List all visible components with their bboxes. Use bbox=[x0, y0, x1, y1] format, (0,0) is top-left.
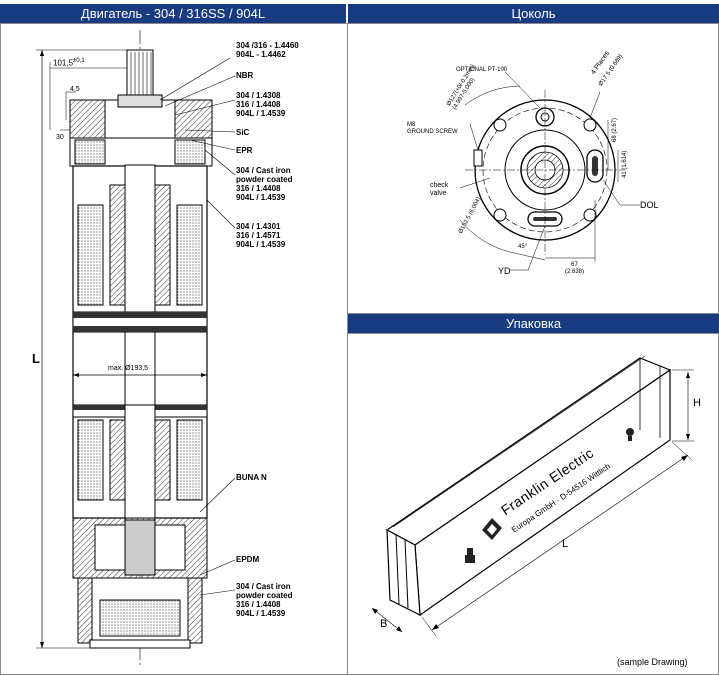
base-dim-41: 41 (1.614) bbox=[622, 150, 628, 178]
pack-dim-l: L bbox=[562, 538, 569, 550]
label-nbr: NBR bbox=[236, 71, 254, 80]
base-yd-label: YD bbox=[498, 266, 511, 276]
packaging-panel bbox=[347, 333, 719, 675]
base-angle: 45° bbox=[518, 244, 528, 250]
dim-top-tolerance: ±0,1 bbox=[73, 58, 85, 64]
label-epr: EPR bbox=[236, 146, 253, 155]
pack-dim-b: B bbox=[380, 618, 388, 630]
base-dim-68: 68 (2.67) bbox=[612, 117, 618, 142]
pack-sample-note: (sample Drawing) bbox=[617, 657, 688, 667]
label-epdm: EPDM bbox=[236, 555, 260, 564]
base-panel bbox=[347, 23, 719, 314]
label-buna: BUNA N bbox=[236, 473, 267, 482]
dim-top-label: 101,5±0,1 bbox=[53, 58, 85, 67]
base-panel-header: Цоколь bbox=[348, 4, 719, 23]
dim-top-value: 101,5 bbox=[53, 58, 74, 68]
dim-length-label: L bbox=[32, 351, 40, 366]
dim-30-label: 30 bbox=[56, 134, 64, 141]
motor-panel-header: Двигатель - 304 / 316SS / 904L bbox=[0, 4, 346, 23]
motor-drawing bbox=[36, 30, 236, 665]
dim-45-label: 4,5 bbox=[70, 86, 80, 93]
packaging-panel-header: Упаковка bbox=[348, 314, 719, 333]
base-dol-label: DOL bbox=[640, 200, 659, 210]
base-optional-pt100: OPTIONAL PT-100 bbox=[456, 67, 508, 73]
label-sic: SiC bbox=[236, 128, 250, 137]
dim-diameter-label: max. Ø193,5 bbox=[108, 365, 149, 372]
base-dim-67: 67(2.638) bbox=[565, 262, 585, 275]
pack-dim-h: H bbox=[693, 397, 701, 409]
